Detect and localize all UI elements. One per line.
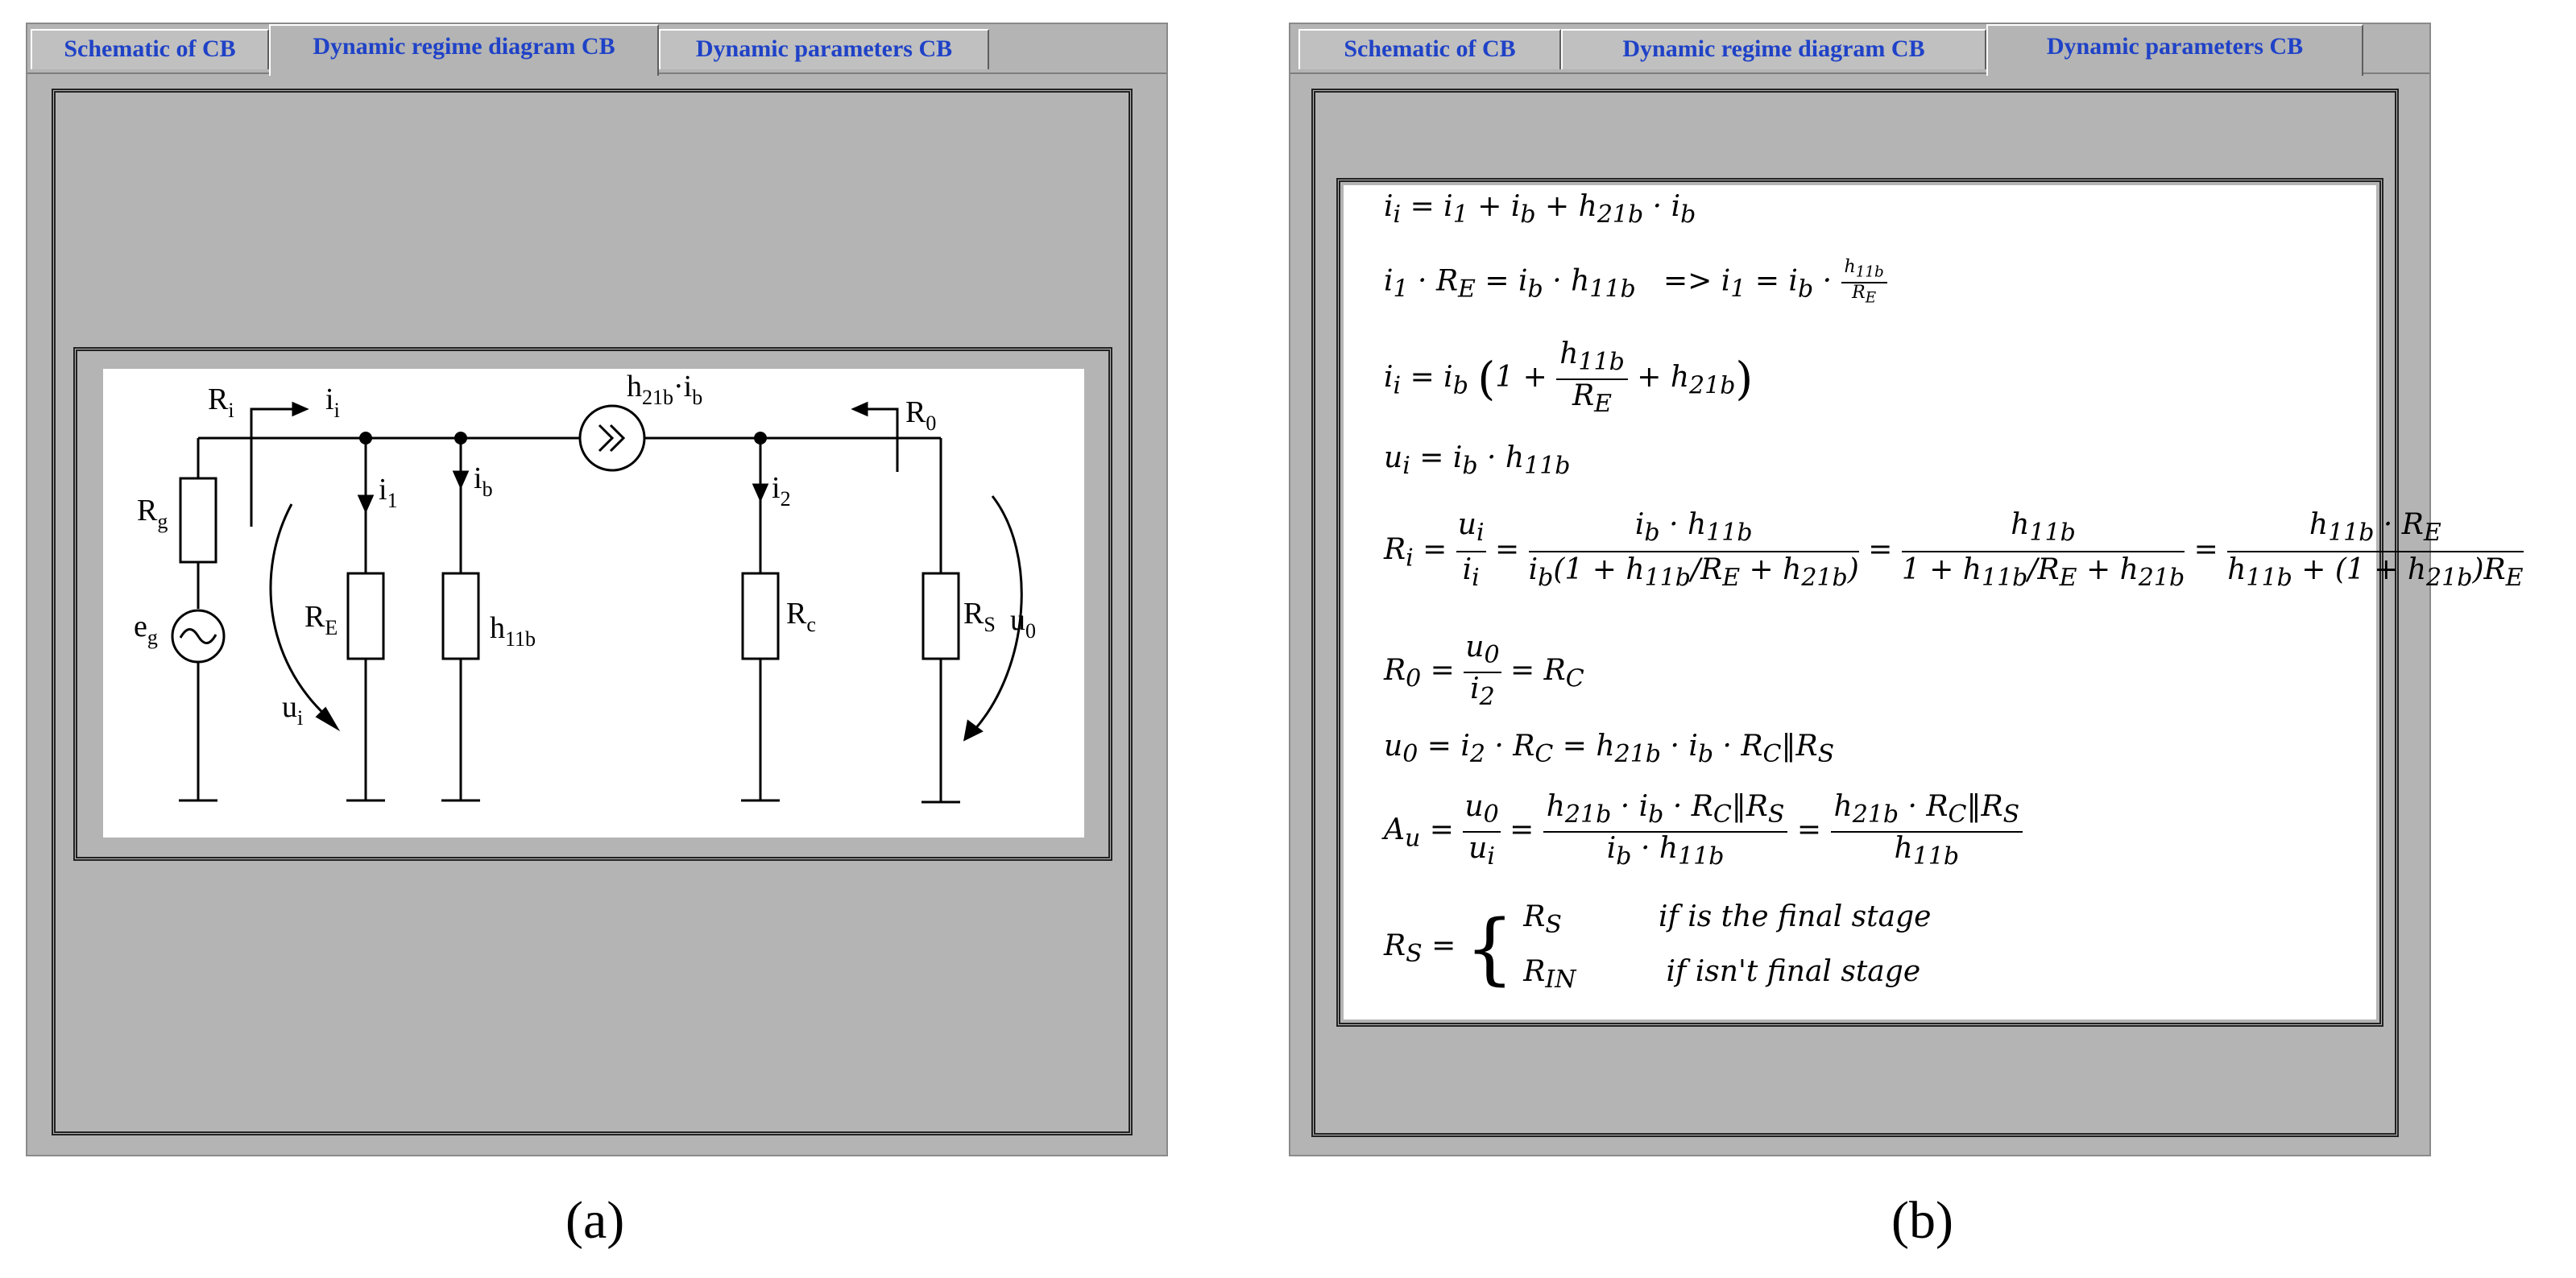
current-source-h21b [578,404,646,472]
label-h21b-ib: h21b·ib [627,370,702,409]
equations-canvas: ii = i1 + ib + h21b · ib i1 · RE = ib · … [1344,185,2524,1020]
resistor-rc [741,572,780,660]
label-r0: R0 [905,395,936,435]
resistor-rg [179,477,217,564]
equation-6: R0 = u0 i2 = RC [1384,631,1584,712]
u0-arrow [973,495,1023,730]
equation-4: ui = ib · h11b [1384,441,1571,481]
node-dot [754,432,767,445]
equation-1: ii = i1 + ib + h21b · ib [1384,190,1696,230]
r0-arrow [867,407,899,472]
content-frame: ii = i1 + ib + h21b · ib i1 · RE = ib · … [1311,89,2524,1137]
tab-bar: Schematic of CB Dynamic regime diagram C… [27,24,1166,76]
ri-arrow [250,407,293,527]
resistor-h11b [441,572,480,660]
label-rs: RS [963,597,996,636]
label-ri: Ri [208,383,234,422]
tab-schematic[interactable]: Schematic of CB [1298,29,1561,69]
tab-dynamic-regime-diagram[interactable]: Dynamic regime diagram CB [1561,29,1986,69]
right-window-panel: Schematic of CB Dynamic regime diagram C… [1289,23,2524,1156]
equations-frame: ii = i1 + ib + h21b · ib i1 · RE = ib · … [1336,178,2524,1027]
label-ib: ib [474,461,493,501]
tab-dynamic-regime-diagram[interactable]: Dynamic regime diagram CB [269,24,659,76]
tab-schematic[interactable]: Schematic of CB [31,29,269,69]
caption-b: (b) [1891,1191,1953,1250]
left-window-panel: Schematic of CB Dynamic regime diagram C… [26,23,1168,1156]
case-condition: if isn't final stage [1666,955,1921,989]
schematic-canvas: Ri ii h21b·ib R0 Rg eg i1 ib i2 RE h11b … [103,369,1084,838]
equation-7: u0 = i2 · RC = h21b · ib · RC‖RS [1384,730,1835,769]
label-rc: Rc [786,597,816,636]
label-h11b: h11b [490,611,536,651]
diagram-frame: Ri ii h21b·ib R0 Rg eg i1 ib i2 RE h11b … [73,347,1112,861]
equation-3: ii = ib (1 + h11b RE + h21b) [1384,337,1754,419]
case-condition: if is the final stage [1658,900,1932,933]
label-ui: ui [282,690,303,730]
content-frame: Ri ii h21b·ib R0 Rg eg i1 ib i2 RE h11b … [52,89,1133,1135]
label-rg: Rg [137,494,168,533]
node-dot [359,432,372,445]
label-i1: i1 [379,473,398,512]
label-u0: u0 [1010,603,1036,643]
resistor-re [346,572,385,660]
tab-bar: Schematic of CB Dynamic regime diagram C… [1290,24,2429,76]
resistor-rs [921,572,960,660]
equation-8: Au = u0 ui = h21b · ib · RC‖RS ib · h11b… [1384,790,2023,873]
equation-2: i1 · RE = ib · h11b => i1 = ib · h11b RE [1384,257,1887,308]
label-ii: ii [325,383,340,422]
label-i2: i2 [772,471,791,511]
label-re: RE [304,600,338,639]
ui-arrow [269,503,329,718]
dynamic-regime-schematic: Ri ii h21b·ib R0 Rg eg i1 ib i2 RE h11b … [134,370,1036,804]
equation-5: Ri = ui ii = ib · h11b ib(1 + h11b/RE + … [1384,508,2524,593]
tab-dynamic-parameters[interactable]: Dynamic parameters CB [1986,24,2363,76]
label-eg: eg [134,610,158,649]
tab-dynamic-parameters[interactable]: Dynamic parameters CB [659,29,989,69]
caption-a: (a) [565,1191,625,1250]
node-dot [454,432,467,445]
